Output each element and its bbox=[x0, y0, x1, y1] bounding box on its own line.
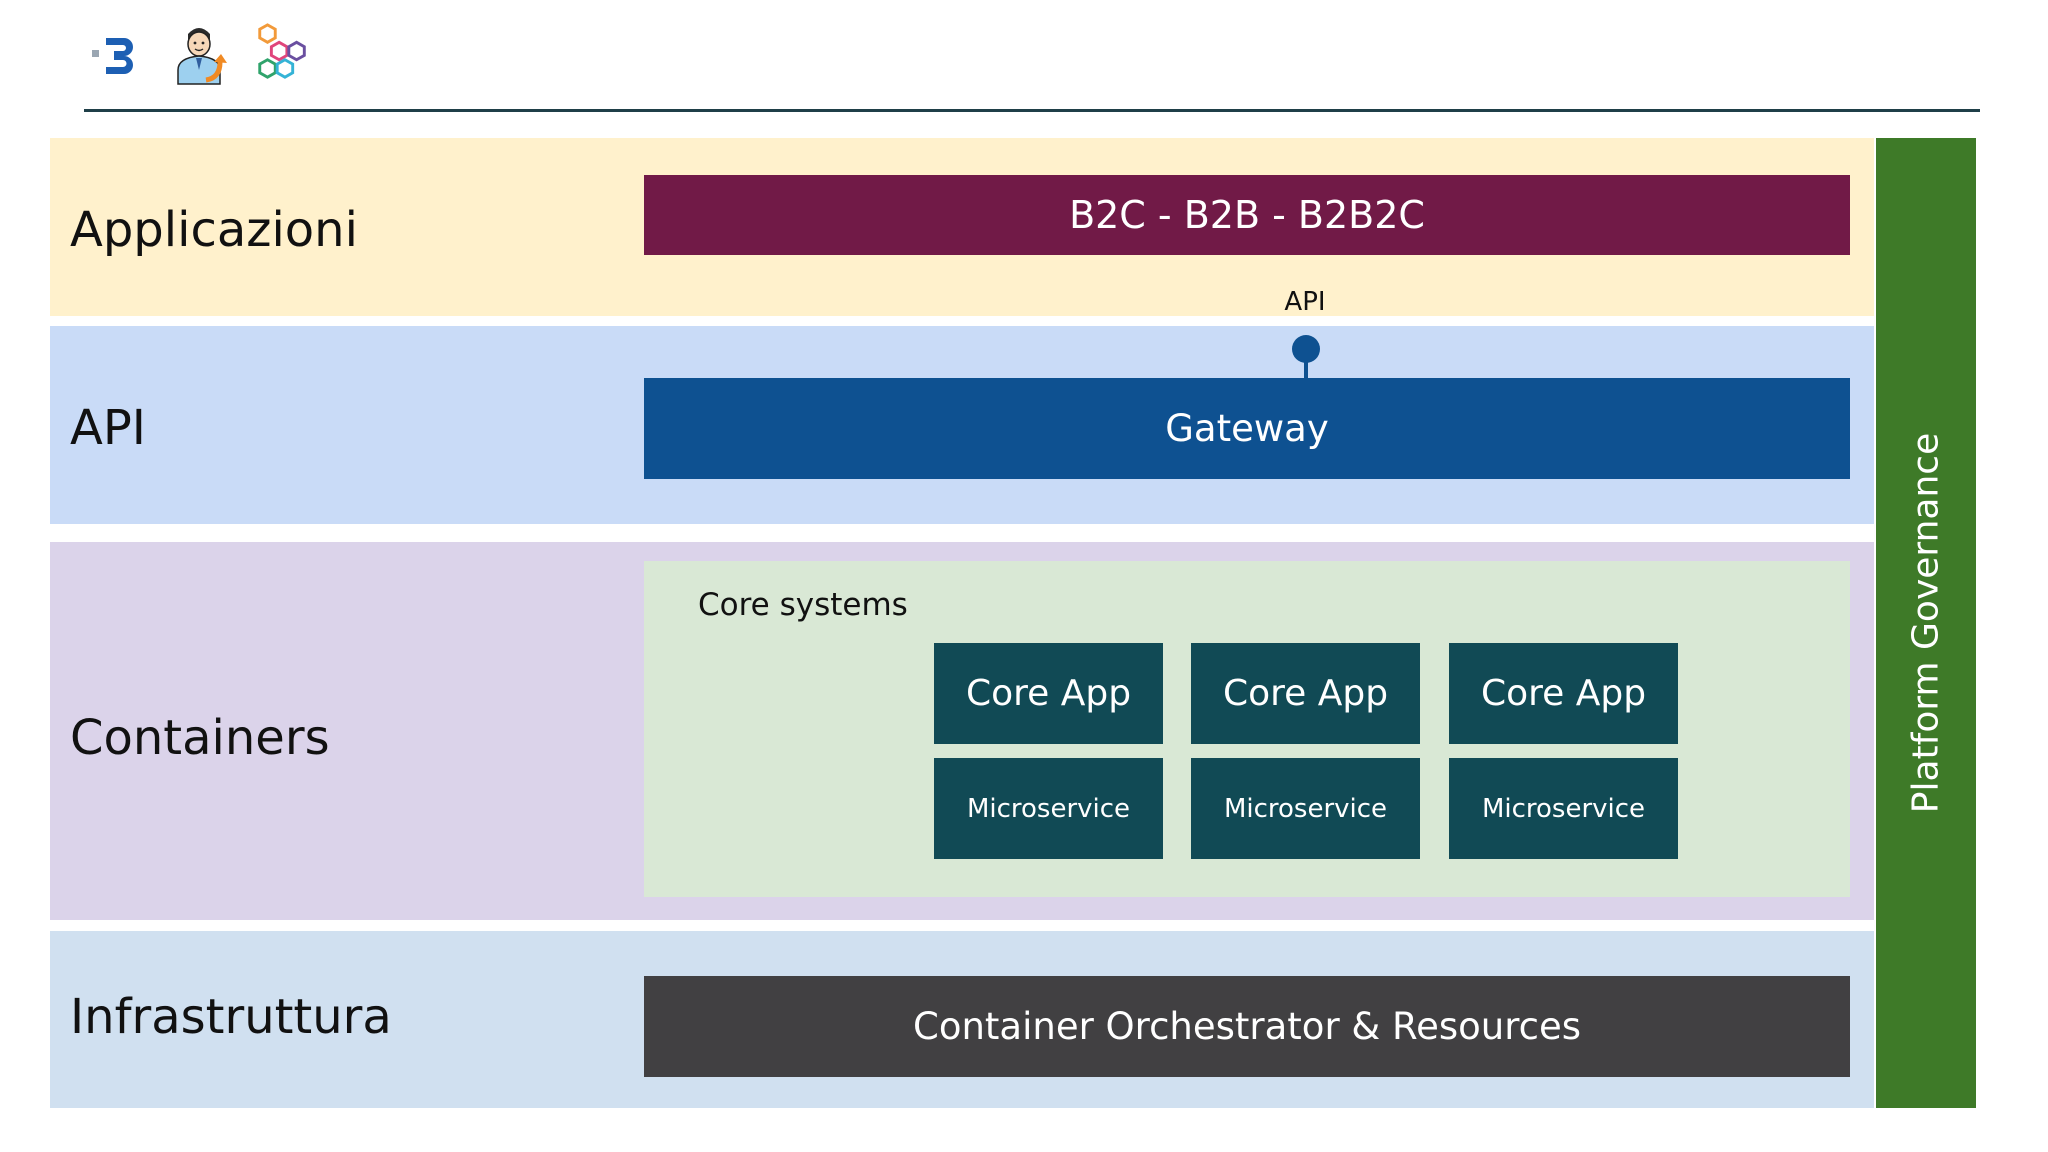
api-connector-label: API bbox=[1284, 287, 1326, 317]
channels-box: B2C - B2B - B2B2C bbox=[644, 175, 1850, 255]
infrastructure-layer-title: Infrastruttura bbox=[70, 989, 392, 1045]
api-layer-title: API bbox=[70, 400, 146, 456]
microservice-box: Microservice bbox=[1191, 758, 1420, 859]
hexagon-cluster-icon bbox=[258, 23, 306, 79]
api-connector-dot bbox=[1292, 335, 1320, 363]
microservice-box: Microservice bbox=[934, 758, 1163, 859]
person-icon bbox=[177, 28, 227, 85]
header-divider bbox=[84, 109, 1980, 112]
api-connector-line bbox=[1304, 349, 1308, 379]
platform-governance-bar: Platform Governance bbox=[1876, 138, 1976, 1108]
core-app-box: Core App bbox=[1191, 643, 1420, 744]
containers-layer-title: Containers bbox=[70, 710, 330, 766]
orchestrator-box: Container Orchestrator & Resources bbox=[644, 976, 1850, 1077]
platform-governance-label: Platform Governance bbox=[1905, 432, 1947, 814]
gateway-box: Gateway bbox=[644, 378, 1850, 479]
core-app-box: Core App bbox=[1449, 643, 1678, 744]
applications-layer-title: Applicazioni bbox=[70, 202, 358, 258]
core-systems-panel: Core systems Core App Core App Core App … bbox=[644, 561, 1850, 897]
core-systems-title: Core systems bbox=[698, 587, 908, 623]
b3-logo-icon bbox=[92, 38, 133, 74]
microservice-box: Microservice bbox=[1449, 758, 1678, 859]
core-app-box: Core App bbox=[934, 643, 1163, 744]
